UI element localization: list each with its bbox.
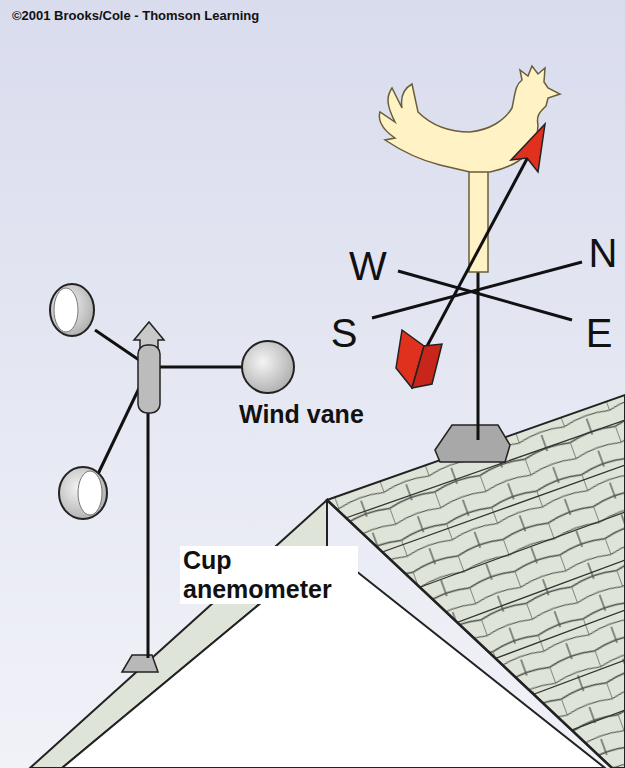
compass-letter: S — [331, 313, 358, 353]
part-label: Wind vane — [239, 400, 364, 428]
compass-letter: N — [589, 233, 618, 273]
roof — [30, 395, 625, 768]
part-label: Cup anemometer — [180, 546, 358, 604]
wind-vane — [372, 66, 582, 462]
copyright-note: ©2001 Brooks/Cole - Thomson Learning — [12, 9, 259, 24]
rooster — [379, 66, 560, 172]
compass-letter: E — [586, 313, 613, 353]
cup-anemometer — [50, 284, 294, 672]
compass-letter: W — [349, 246, 387, 286]
